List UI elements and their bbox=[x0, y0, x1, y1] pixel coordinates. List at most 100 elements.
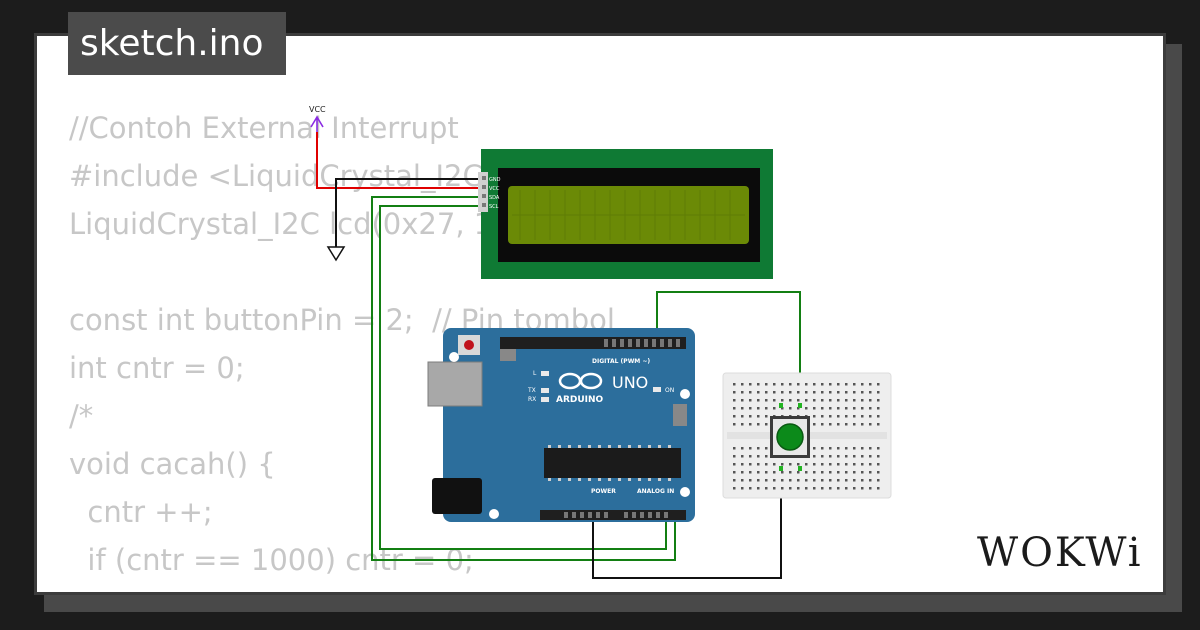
wire-button-signal bbox=[656, 291, 801, 385]
breadboard-hole bbox=[805, 471, 808, 474]
breadboard-hole bbox=[853, 399, 856, 402]
breadboard-hole bbox=[765, 447, 768, 450]
breadboard-hole bbox=[805, 463, 808, 466]
breadboard-hole bbox=[861, 487, 864, 490]
breadboard-hole bbox=[773, 383, 776, 386]
arduino-logo-text: ARDUINO bbox=[556, 395, 604, 405]
breadboard-hole bbox=[861, 399, 864, 402]
breadboard-hole bbox=[869, 455, 872, 458]
breadboard-hole bbox=[813, 447, 816, 450]
breadboard-hole bbox=[837, 447, 840, 450]
breadboard-hole bbox=[837, 423, 840, 426]
breadboard-hole bbox=[741, 423, 744, 426]
breadboard-hole bbox=[749, 391, 752, 394]
breadboard-hole bbox=[757, 463, 760, 466]
breadboard-hole bbox=[845, 391, 848, 394]
breadboard-hole bbox=[733, 423, 736, 426]
sketch-filename-badge: sketch.ino bbox=[68, 12, 286, 75]
lcd-pin-sda: SDA bbox=[489, 195, 500, 201]
lcd-pin-vcc: VCC bbox=[489, 186, 500, 192]
breadboard-hole bbox=[829, 463, 832, 466]
breadboard-hole bbox=[869, 479, 872, 482]
breadboard-hole bbox=[741, 407, 744, 410]
breadboard-hole bbox=[829, 407, 832, 410]
wires bbox=[316, 132, 801, 579]
breadboard-hole bbox=[741, 463, 744, 466]
breadboard-hole bbox=[821, 487, 824, 490]
breadboard-hole bbox=[733, 479, 736, 482]
breadboard-hole bbox=[813, 423, 816, 426]
breadboard-hole bbox=[757, 415, 760, 418]
breadboard-hole bbox=[741, 471, 744, 474]
breadboard-hole bbox=[821, 415, 824, 418]
wokwi-logo: WOKWi bbox=[977, 530, 1143, 576]
breadboard-hole bbox=[853, 407, 856, 410]
wire-vcc bbox=[316, 132, 485, 189]
breadboard-hole bbox=[805, 487, 808, 490]
breadboard-hole bbox=[797, 463, 800, 466]
breadboard-hole bbox=[853, 487, 856, 490]
breadboard-hole bbox=[821, 447, 824, 450]
breadboard-hole bbox=[789, 471, 792, 474]
breadboard-hole bbox=[869, 423, 872, 426]
breadboard-hole bbox=[861, 479, 864, 482]
breadboard-hole bbox=[765, 455, 768, 458]
breadboard-hole bbox=[877, 391, 880, 394]
breadboard-hole bbox=[837, 463, 840, 466]
breadboard-hole bbox=[845, 463, 848, 466]
breadboard-hole bbox=[749, 487, 752, 490]
breadboard-hole bbox=[829, 487, 832, 490]
breadboard-hole bbox=[829, 423, 832, 426]
breadboard-hole bbox=[749, 463, 752, 466]
breadboard-hole bbox=[773, 463, 776, 466]
breadboard-hole bbox=[781, 463, 784, 466]
breadboard-hole bbox=[829, 455, 832, 458]
breadboard-hole bbox=[861, 415, 864, 418]
wokwi-logo-text: WOKWi bbox=[977, 530, 1143, 576]
breadboard-hole bbox=[781, 487, 784, 490]
breadboard-hole bbox=[749, 471, 752, 474]
breadboard-hole bbox=[813, 463, 816, 466]
breadboard-hole bbox=[837, 383, 840, 386]
breadboard-hole bbox=[861, 391, 864, 394]
preview-card: //Contoh External Interrupt#include <Liq… bbox=[34, 33, 1166, 595]
breadboard-hole bbox=[845, 407, 848, 410]
breadboard-hole bbox=[829, 479, 832, 482]
breadboard-hole bbox=[773, 479, 776, 482]
breadboard-hole bbox=[805, 391, 808, 394]
breadboard-hole bbox=[829, 383, 832, 386]
breadboard-hole bbox=[837, 471, 840, 474]
code-line: if (cntr == 1000) cntr = 0; bbox=[69, 543, 474, 577]
push-button[interactable] bbox=[770, 403, 810, 471]
breadboard-hole bbox=[781, 471, 784, 474]
wire-sda bbox=[371, 196, 676, 561]
breadboard-hole bbox=[877, 471, 880, 474]
breadboard-hole bbox=[813, 455, 816, 458]
breadboard-hole bbox=[877, 479, 880, 482]
lcd-display: GND VCC SDA SCL bbox=[478, 149, 773, 279]
breadboard-hole bbox=[757, 399, 760, 402]
breadboard-hole bbox=[733, 447, 736, 450]
breadboard-hole bbox=[789, 399, 792, 402]
arduino-logo-icon bbox=[558, 372, 603, 390]
breadboard-hole bbox=[813, 391, 816, 394]
breadboard-hole bbox=[733, 399, 736, 402]
breadboard-hole bbox=[741, 487, 744, 490]
breadboard-hole bbox=[821, 423, 824, 426]
breadboard-hole bbox=[741, 415, 744, 418]
lcd-pin-gnd: GND bbox=[489, 177, 501, 183]
breadboard-hole bbox=[829, 447, 832, 450]
breadboard-hole bbox=[805, 399, 808, 402]
breadboard-hole bbox=[765, 399, 768, 402]
breadboard-hole bbox=[757, 423, 760, 426]
breadboard-hole bbox=[845, 455, 848, 458]
breadboard-hole bbox=[845, 471, 848, 474]
breadboard-hole bbox=[757, 471, 760, 474]
breadboard-hole bbox=[845, 423, 848, 426]
breadboard-hole bbox=[797, 471, 800, 474]
breadboard-hole bbox=[733, 463, 736, 466]
breadboard-hole bbox=[797, 383, 800, 386]
breadboard-hole bbox=[805, 479, 808, 482]
breadboard-hole bbox=[853, 455, 856, 458]
breadboard-hole bbox=[853, 479, 856, 482]
